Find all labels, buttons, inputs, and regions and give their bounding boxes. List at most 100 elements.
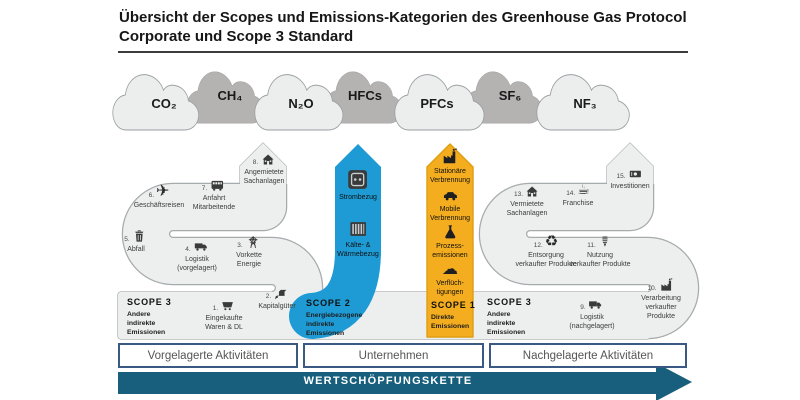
category-item: 5. Abfall <box>124 228 147 254</box>
airplane-icon <box>156 184 169 200</box>
car-icon <box>439 187 462 204</box>
bus-icon <box>209 178 226 193</box>
bottom-band <box>118 292 650 339</box>
flask-icon <box>441 223 459 241</box>
scope2-arrow-body <box>335 186 381 256</box>
gas-label-hfcs: HFCs <box>348 88 382 103</box>
category-number: 15. <box>616 173 626 180</box>
scope1-label: SCOPE 1 Direkte Emissionen <box>431 300 476 331</box>
vapor-cloud-icon <box>436 262 464 278</box>
gas-label-pfcs: PFCs <box>420 96 454 111</box>
category-label: Geschäftsreisen <box>133 202 185 209</box>
scope-heading: SCOPE 1 <box>431 300 476 310</box>
scope2-item: Strombezug <box>339 167 377 202</box>
scope2-item-label: Kälte- & Wärmebezug <box>337 242 379 258</box>
scope1-item: Stationäre Verbrennung <box>430 147 470 185</box>
category-item: 12. Entsorgung verkaufter Produkte <box>515 234 576 269</box>
category-number: 13. <box>513 191 524 198</box>
title-divider <box>118 51 688 53</box>
banknote-icon <box>628 167 644 181</box>
scope2-arrowhead <box>335 144 381 190</box>
category-label: Logistik (nachgelagert) <box>569 314 615 330</box>
shopping-cart-icon <box>220 298 235 313</box>
category-label: Eingekaufte Waren & DL <box>205 315 243 331</box>
scope1-item-label: Verflüch- tigungen <box>436 280 464 296</box>
truck-icon <box>588 296 604 312</box>
cfl-bulb-icon <box>598 234 613 250</box>
radiator-icon <box>347 218 369 240</box>
downstream-arrowhead <box>607 143 653 190</box>
segment-label: Unternehmen <box>358 349 429 362</box>
scope2-item: Kälte- & Wärmebezug <box>337 218 379 259</box>
scope1-item: Verflüch- tigungen <box>436 262 464 297</box>
house-icon <box>260 152 275 167</box>
category-label: Anfahrt Mitarbeitende <box>192 195 236 211</box>
category-number: 4. <box>185 246 191 253</box>
gas-label-n2o: N₂O <box>288 96 314 111</box>
power-tower-icon <box>245 234 261 250</box>
scope1-arrow <box>426 143 474 338</box>
scope1-item: Mobile Verbrennung <box>430 187 470 223</box>
category-label: Abfall <box>127 246 145 253</box>
segment-label: Nachgelagerte Aktivitäten <box>522 349 654 362</box>
gas-label-co2: CO₂ <box>151 96 177 111</box>
segment-box-downstream: Nachgelagerte Aktivitäten <box>489 343 687 368</box>
scope1-item-label: Mobile Verbrennung <box>429 206 471 222</box>
gas-label-nf3: NF₃ <box>573 96 597 111</box>
value-chain-arrow-label: WERTSCHÖPFUNGSKETTE <box>303 375 473 387</box>
category-number: 11. <box>587 242 596 249</box>
category-item: 4. Logistik (vorgelagert) <box>177 238 217 273</box>
category-label: Angemietete Sachanlagen <box>243 169 285 185</box>
segment-box-upstream: Vorgelagerte Aktivitäten <box>118 343 298 368</box>
upstream-arrowhead <box>240 143 286 190</box>
category-item: 3. Vorkette Energie <box>236 234 262 269</box>
category-number: 9. <box>580 304 586 311</box>
category-number: 3. <box>237 242 243 249</box>
factory-smoke-icon <box>441 147 460 166</box>
category-number: 2. <box>265 293 272 300</box>
category-label: Logistik (vorgelagert) <box>177 256 217 272</box>
category-item: 1. Eingekaufte Waren & DL <box>205 298 243 332</box>
category-label: Investitionen <box>610 183 650 190</box>
category-item: 2. Kapitalgüter <box>258 286 296 311</box>
category-item: 9. Logistik (nachgelagert) <box>569 296 615 331</box>
category-label: Franchise <box>562 200 594 207</box>
category-item: 10. Verarbeitung verkaufter Produkte <box>634 277 688 321</box>
segment-box-company: Unternehmen <box>303 343 484 368</box>
scope-sublabel: Energiebezogene indirekte Emissionen <box>306 312 363 337</box>
category-item: 15. Investitionen <box>610 167 650 191</box>
category-item: 13. Vermietete Sachanlagen <box>507 184 547 218</box>
category-item: 8. Angemietete Sachanlagen <box>243 152 285 186</box>
value-chain-arrow <box>118 363 692 400</box>
page-title: Übersicht der Scopes und Emissions-Kateg… <box>119 9 687 45</box>
scope-sublabel: Direkte Emissionen <box>431 314 470 330</box>
category-number: 12. <box>533 242 543 249</box>
scope1-item-label: Stationäre Verbrennung <box>429 168 471 184</box>
scope-heading: SCOPE 3 <box>127 297 172 307</box>
coffee-cup-icon <box>577 182 590 198</box>
scope3-downstream-label: SCOPE 3 Andere indirekte Emissionen <box>487 297 532 337</box>
category-label: Nutzung verkaufter Produkte <box>569 252 631 268</box>
category-label: Verarbeitung verkaufter Produkte <box>641 295 681 320</box>
recycling-icon <box>545 234 558 250</box>
trash-bin-icon <box>132 228 148 244</box>
category-label: Vorkette Energie <box>236 252 262 268</box>
scope-sublabel: Andere indirekte Emissionen <box>487 311 526 336</box>
category-label: Entsorgung verkaufter Produkte <box>515 252 577 268</box>
truck-icon <box>193 238 209 254</box>
scope2-label: SCOPE 2 Energiebezogene indirekte Emissi… <box>306 298 362 338</box>
segment-label: Vorgelagerte Aktivitäten <box>147 349 269 362</box>
category-number: 5. <box>124 236 130 243</box>
capital-goods-box-icon <box>273 286 288 301</box>
category-item: 14. Franchise <box>563 182 594 208</box>
scope3-upstream-label: SCOPE 3 Andere indirekte Emissionen <box>127 297 172 337</box>
category-number: 1. <box>212 305 219 312</box>
category-label: Kapitalgüter <box>258 303 296 310</box>
downstream-path <box>480 184 698 338</box>
category-number: 14. <box>566 190 576 197</box>
factory-icon <box>659 277 675 293</box>
gas-label-sf6: SF₆ <box>498 88 522 103</box>
category-item: 7. Anfahrt Mitarbeitende <box>193 178 235 212</box>
